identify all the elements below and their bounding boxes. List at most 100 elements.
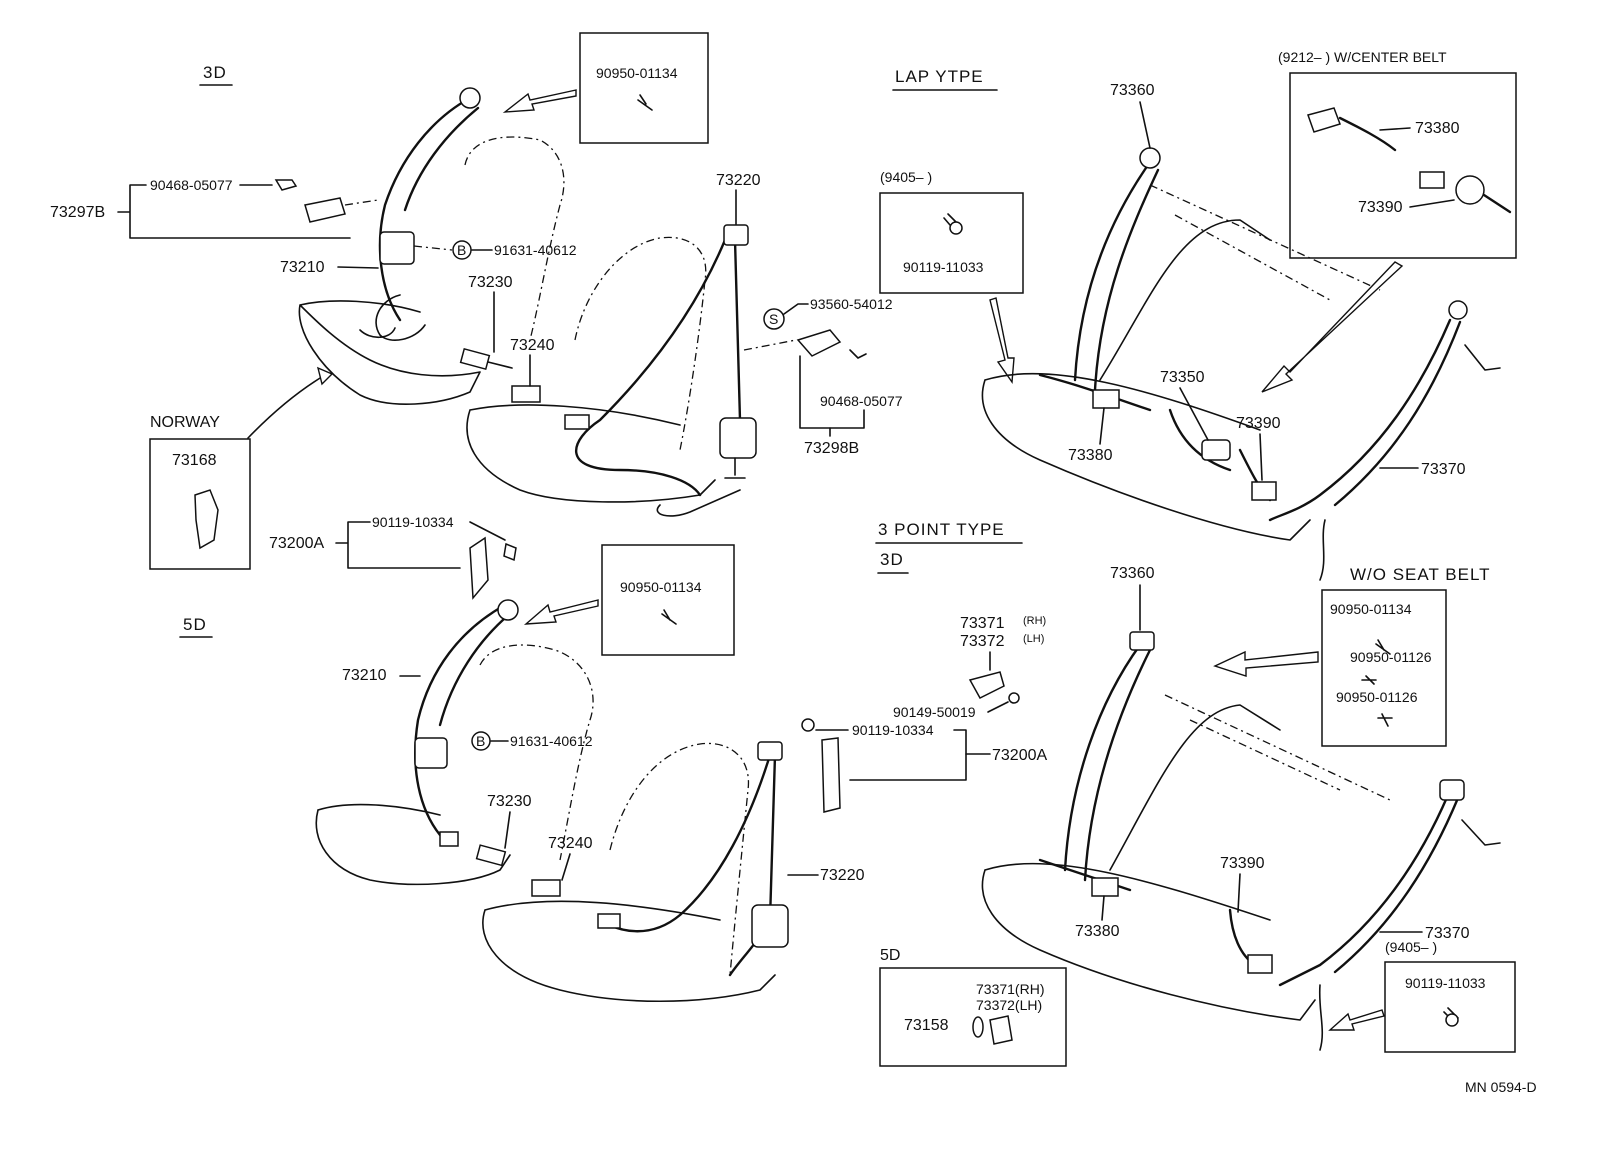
part-73380-a: 73380 (1068, 447, 1113, 464)
part-73298B: 73298B (804, 440, 859, 457)
clip-icon (1361, 675, 1377, 685)
buckle-73380-3pt (1091, 877, 1119, 897)
guide-73220 (723, 224, 749, 246)
anchor-73360 (1139, 147, 1161, 169)
marker-b-icon (452, 240, 472, 260)
leader (1179, 387, 1209, 441)
bolt-head-icon (949, 221, 963, 235)
leader (413, 245, 453, 251)
washer-73158 (972, 1016, 984, 1038)
rear-bench-cushion-3pt (981, 862, 1316, 1021)
tongue-73390-inset (1419, 171, 1445, 189)
part-90950-01134-b: 90950-01134 (620, 579, 702, 595)
buckle-73380-inset (1307, 107, 1341, 133)
part-73168: 73168 (172, 452, 217, 469)
anchor-73360-3pt (1129, 631, 1155, 651)
marker-b-label-2: B (476, 733, 485, 749)
buckle-73390-3pt (1247, 954, 1273, 974)
section-3-point-type: 3 POINT TYPE 3D 73360 73390 73380 73370 … (875, 520, 1537, 1095)
marker-b-icon (471, 731, 491, 751)
diagram-code: MN 0594-D (1465, 1079, 1537, 1095)
clip-90468 (274, 179, 298, 191)
tongue-plate (564, 414, 590, 430)
retractor-73210-b (414, 737, 448, 769)
part-90119-10334-b: 90119-10334 (852, 722, 934, 738)
clip-icon (1375, 639, 1391, 655)
buckle-73380 (1092, 389, 1120, 409)
part-90119-11033-b: 90119-11033 (1405, 975, 1486, 991)
part-90950-01126-b: 90950-01126 (1336, 689, 1418, 705)
bench-back-outline (1099, 219, 1271, 381)
leader (1101, 895, 1105, 921)
part-73372-a: 73372 (960, 633, 1005, 650)
label-w-center-belt: (9212– ) W/CENTER BELT (1278, 49, 1447, 65)
belt-webbing-73220-b (608, 753, 777, 977)
leader (1259, 433, 1263, 481)
section-3d-front: 3D 73210 73230 73240 73220 (50, 32, 903, 570)
buckle-73240 (511, 385, 541, 403)
clip-icon (637, 94, 653, 111)
part-73230-a: 73230 (468, 274, 513, 291)
part-73371-b: 73371(RH) (976, 981, 1044, 997)
rear-bench-back (1149, 184, 1381, 301)
part-91631-40612-b: 91631-40612 (510, 733, 593, 749)
section-label-3-point: 3 POINT TYPE (878, 520, 1005, 539)
bracket-73298B (799, 355, 865, 429)
part-90468-05077-a: 90468-05077 (150, 177, 233, 193)
clip-90468-b (849, 349, 867, 359)
arrow-icon (1213, 650, 1319, 677)
part-73390-a: 73390 (1236, 415, 1281, 432)
part-73372-b: 73372(LH) (976, 997, 1042, 1013)
leader (783, 303, 809, 315)
bolt-90119-b (801, 718, 815, 732)
section-label-5d-box: 5D (880, 947, 900, 964)
cover-73297B (304, 197, 346, 223)
seat-cushion-right (466, 404, 716, 503)
inset-box-5d (879, 967, 1067, 1067)
adjuster-73200A-b (821, 737, 841, 813)
label-norway: NORWAY (150, 414, 220, 431)
buckle-73390 (1251, 481, 1277, 501)
arrow-icon (989, 297, 1015, 384)
belt-webbing-73210-b (414, 603, 514, 837)
arrow-icon (523, 599, 599, 625)
leader (1099, 407, 1105, 445)
belt-73370 (1268, 318, 1462, 522)
part-90950-01134-a: 90950-01134 (596, 65, 678, 81)
label-wo-seat-belt: W/O SEAT BELT (1350, 565, 1491, 584)
arrow-icon (502, 89, 577, 113)
anchor-bolt (724, 457, 746, 479)
leader (1237, 873, 1241, 913)
retractor-73220-b (751, 904, 789, 948)
retractor-73220 (719, 417, 757, 459)
part-73390-b: 73390 (1358, 199, 1403, 216)
leader (1139, 101, 1151, 149)
marker-s-icon (763, 308, 785, 330)
arrow-line (247, 374, 326, 439)
inset-box-90950-b (601, 544, 735, 656)
part-73390-c: 73390 (1220, 855, 1265, 872)
part-73360-b: 73360 (1110, 565, 1155, 582)
part-73371-a-side: (RH) (1023, 615, 1046, 627)
section-label-5d: 5D (183, 615, 207, 634)
lap-belt-73380-3pt (1038, 858, 1132, 892)
leader (561, 853, 571, 881)
buckle-73240-b (531, 879, 561, 897)
part-73371-a: 73371 (960, 615, 1005, 632)
part-73240-a: 73240 (510, 337, 555, 354)
lap-anchor (656, 489, 741, 517)
part-73200A-a: 73200A (269, 535, 324, 552)
belt-73370-3pt (1278, 793, 1460, 987)
part-73350: 73350 (1160, 369, 1205, 386)
belt-73360 (1073, 163, 1160, 392)
belt-webbing-73220 (575, 238, 742, 497)
cover-73168 (194, 489, 219, 550)
belt-73380-inset (1338, 116, 1397, 152)
retractor-73370-3pt (1461, 819, 1501, 846)
part-73210-a: 73210 (280, 259, 325, 276)
part-73297B: 73297B (50, 204, 105, 221)
part-73200A-b: 73200A (992, 747, 1047, 764)
part-73210-b: 73210 (342, 667, 387, 684)
seat-cushion-left (298, 300, 481, 405)
section-label-3d-mid: 3D (880, 550, 904, 569)
